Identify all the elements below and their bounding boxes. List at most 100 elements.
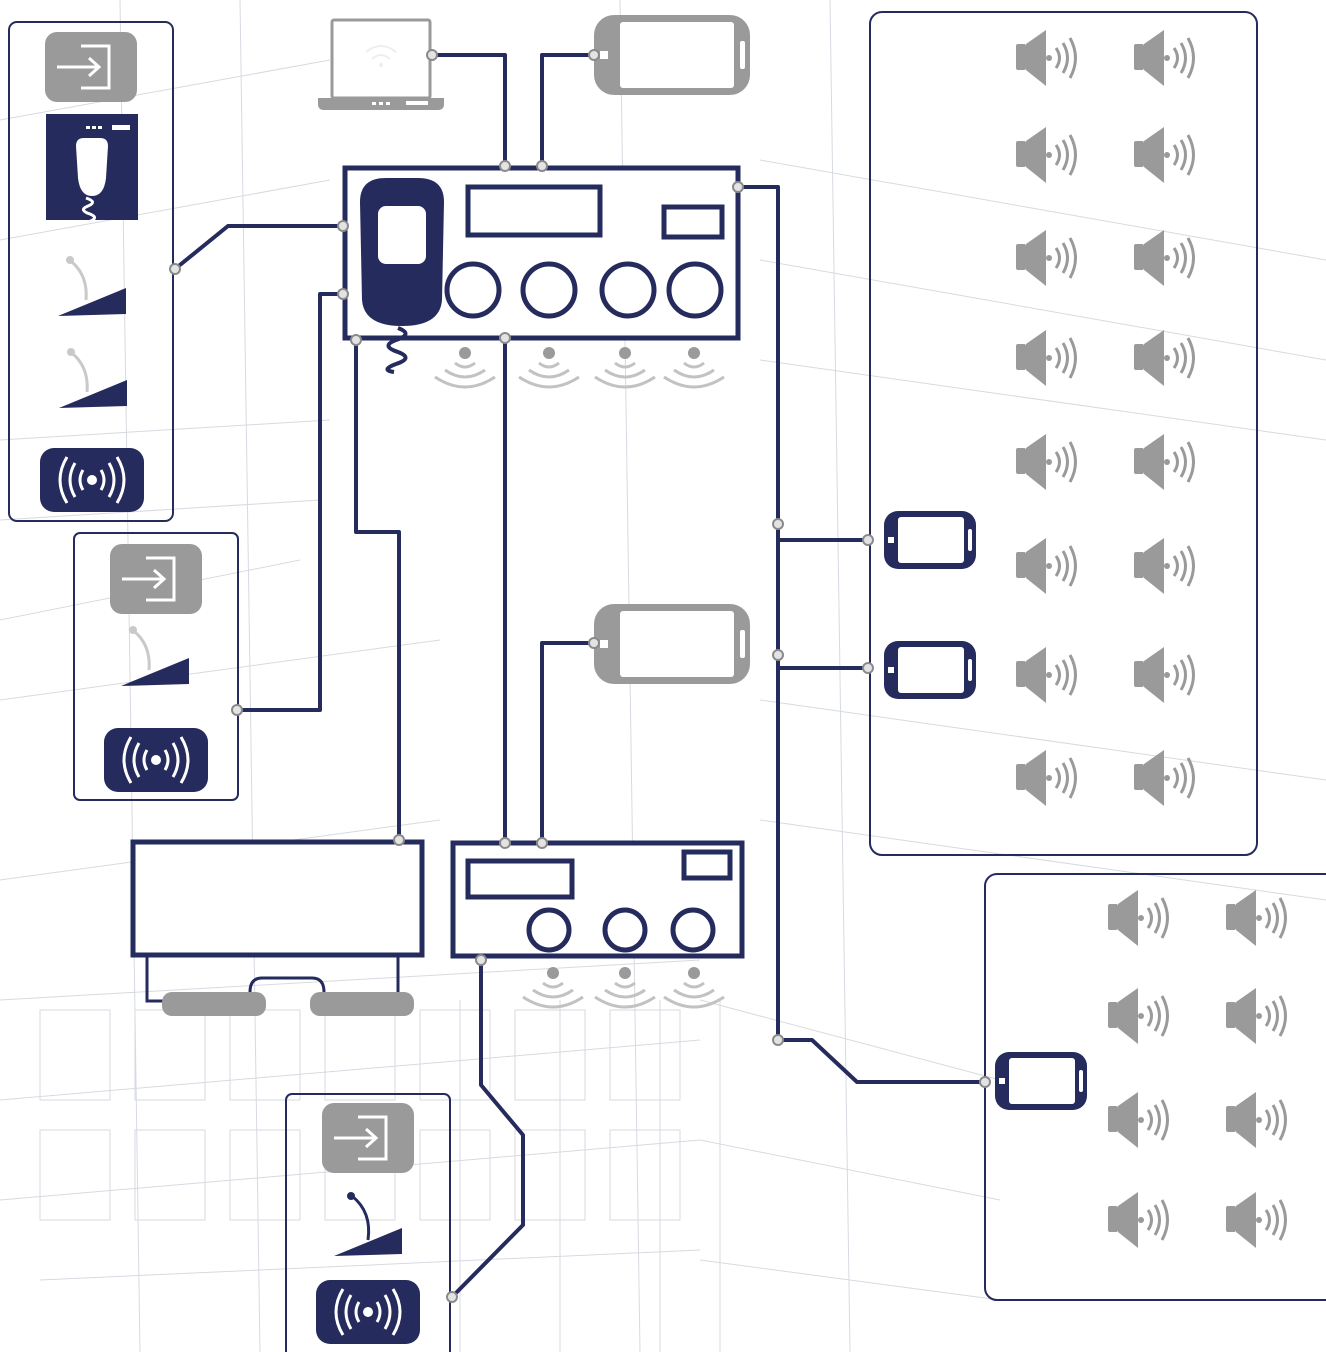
- loudspeaker-icon[interactable]: [1132, 125, 1195, 185]
- input-arrow-icon[interactable]: [43, 30, 139, 104]
- loudspeaker-icon[interactable]: [1224, 1190, 1287, 1250]
- speaker-zone-1-frame: [869, 11, 1258, 856]
- loudspeaker-icon[interactable]: [1224, 986, 1287, 1046]
- zone-2-amplifier[interactable]: [995, 1052, 1087, 1110]
- laptop-icon[interactable]: [318, 18, 444, 110]
- sketch-line: [0, 1039, 701, 1101]
- smartphone-icon[interactable]: [594, 15, 750, 95]
- sketch-line: [0, 499, 321, 521]
- connection-nodes: [169, 49, 991, 1303]
- connection-node: [499, 837, 511, 849]
- connection-node: [862, 662, 874, 674]
- knob[interactable]: [666, 261, 724, 319]
- loudspeaker-icon[interactable]: [1132, 748, 1195, 808]
- connection-node: [588, 637, 600, 649]
- sketch-window: [419, 1009, 491, 1101]
- sketch-line: [699, 1259, 1001, 1301]
- console-left-mid-frame: [73, 532, 239, 801]
- sketch-line: [0, 419, 331, 441]
- wireless-broadcast-icon[interactable]: [38, 446, 146, 514]
- connection-node: [475, 954, 487, 966]
- signal-waves-icon: [433, 345, 497, 389]
- zone-1-amplifier-2[interactable]: [884, 641, 976, 699]
- loudspeaker-icon[interactable]: [1132, 228, 1195, 288]
- loudspeaker-icon[interactable]: [1014, 328, 1077, 388]
- loudspeaker-icon[interactable]: [1132, 432, 1195, 492]
- signal-waves-icon: [593, 965, 657, 1009]
- smartphone-icon[interactable]: [594, 604, 750, 684]
- signal-waves-icon: [662, 965, 726, 1009]
- loudspeaker-icon[interactable]: [1106, 1090, 1169, 1150]
- connection-node: [772, 518, 784, 530]
- sketch-window: [609, 1129, 681, 1221]
- sketch-window: [39, 1129, 111, 1221]
- wireless-broadcast-icon[interactable]: [102, 726, 210, 794]
- loudspeaker-icon[interactable]: [1132, 536, 1195, 596]
- connection-node: [426, 49, 438, 61]
- sketch-line: [699, 1139, 1001, 1201]
- secondary-control-unit[interactable]: [450, 840, 745, 959]
- loudspeaker-icon[interactable]: [1014, 432, 1077, 492]
- loudspeaker-icon[interactable]: [1014, 645, 1077, 705]
- sketch-line: [0, 179, 331, 241]
- connection-node: [536, 837, 548, 849]
- cables: [173, 53, 987, 1299]
- zone-1-amplifier-1[interactable]: [884, 511, 976, 569]
- connection-node: [231, 704, 243, 716]
- amplifier-icon[interactable]: [130, 839, 425, 1016]
- desk-microphone-icon[interactable]: [57, 346, 129, 410]
- loudspeaker-icon[interactable]: [1014, 228, 1077, 288]
- knob[interactable]: [670, 907, 716, 953]
- knob[interactable]: [602, 907, 648, 953]
- signal-waves-icon: [662, 345, 726, 389]
- cable-phone2-secondary: [540, 641, 596, 845]
- loudspeaker-icon[interactable]: [1106, 986, 1169, 1046]
- sketch-window: [514, 1009, 586, 1101]
- loudspeaker-icon[interactable]: [1014, 536, 1077, 596]
- connection-node: [536, 160, 548, 172]
- input-arrow-icon[interactable]: [320, 1101, 416, 1175]
- loudspeaker-icon[interactable]: [1106, 1190, 1169, 1250]
- connection-node: [337, 220, 349, 232]
- desk-microphone-icon[interactable]: [334, 1192, 402, 1256]
- loudspeaker-icon[interactable]: [1132, 328, 1195, 388]
- wireless-broadcast-icon[interactable]: [314, 1278, 422, 1346]
- loudspeaker-icon[interactable]: [1014, 28, 1077, 88]
- sketch-line: [829, 0, 851, 1352]
- connection-node: [393, 834, 405, 846]
- loudspeaker-icon[interactable]: [1224, 1090, 1287, 1150]
- loudspeaker-icon[interactable]: [1106, 888, 1169, 948]
- connection-node: [446, 1291, 458, 1303]
- loudspeaker-icon[interactable]: [1132, 28, 1195, 88]
- knob[interactable]: [444, 261, 502, 319]
- loudspeaker-icon[interactable]: [1014, 748, 1077, 808]
- loudspeaker-icon[interactable]: [1224, 888, 1287, 948]
- handset-microphone-icon[interactable]: [46, 114, 138, 224]
- loudspeaker-icon[interactable]: [1132, 645, 1195, 705]
- desk-microphone-icon[interactable]: [56, 254, 128, 318]
- sketch-window: [134, 1129, 206, 1221]
- connection-node: [979, 1076, 991, 1088]
- sketch-line: [0, 59, 331, 121]
- desk-microphone-icon[interactable]: [119, 624, 191, 688]
- zone-2-speakers: [1106, 888, 1287, 1250]
- handset-microphone-icon[interactable]: [360, 178, 444, 374]
- connection-node: [862, 534, 874, 546]
- input-arrow-icon[interactable]: [108, 542, 204, 616]
- sketch-line: [759, 159, 1326, 261]
- connection-node: [588, 49, 600, 61]
- cable-phone-main: [540, 53, 596, 168]
- sketch-line: [699, 999, 1001, 1081]
- sketch-window: [229, 1009, 301, 1101]
- knob[interactable]: [526, 907, 572, 953]
- knob[interactable]: [599, 261, 657, 319]
- sketch-window: [324, 1009, 396, 1101]
- connection-node: [772, 1034, 784, 1046]
- loudspeaker-icon[interactable]: [1014, 125, 1077, 185]
- signal-waves-icon: [521, 965, 585, 1009]
- knob[interactable]: [520, 261, 578, 319]
- sketch-window: [39, 1009, 111, 1101]
- signal-waves-icon: [593, 345, 657, 389]
- cable-main-amplifier: [354, 338, 401, 842]
